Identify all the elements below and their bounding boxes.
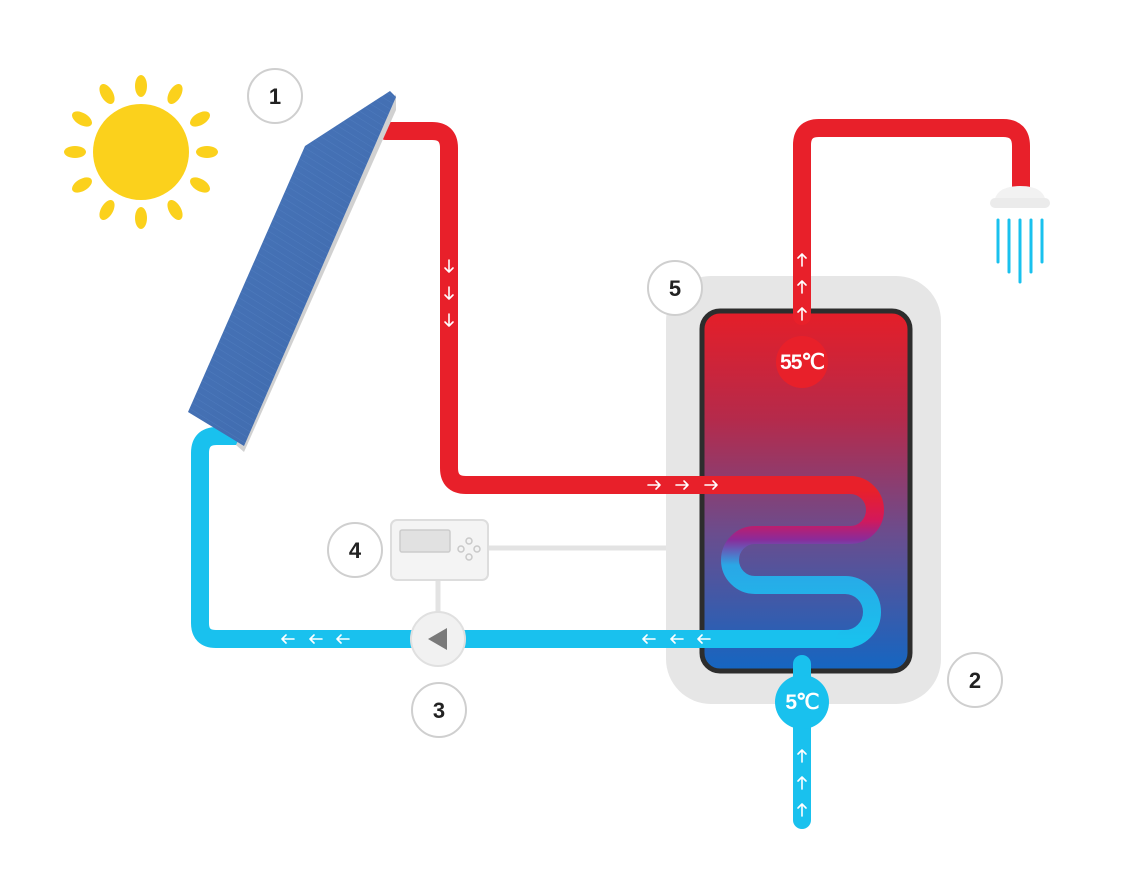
solar-panel-icon	[188, 91, 396, 452]
callout-3: 3	[411, 682, 467, 738]
callout-2-label: 2	[969, 668, 981, 693]
callout-5-label: 5	[669, 276, 681, 301]
shower-icon	[990, 186, 1050, 284]
callout-2: 2	[947, 652, 1003, 708]
callout-4-label: 4	[349, 538, 362, 563]
flow-arrows	[281, 253, 807, 817]
cold-temperature-label: 5℃	[785, 691, 819, 714]
sun-icon	[64, 75, 218, 229]
callout-3-label: 3	[433, 698, 445, 723]
flow-arrow-up-group-outlet	[797, 253, 807, 321]
hot-outlet-pipe	[793, 119, 1030, 325]
hot-temperature-label: 55℃	[780, 351, 824, 374]
controller-wiring	[435, 545, 666, 612]
flow-arrow-left-group-return	[281, 634, 350, 644]
callout-5: 5	[647, 260, 703, 316]
cold-return-pipe	[191, 427, 859, 648]
callout-1-label: 1	[269, 84, 281, 109]
flow-arrow-left-group-tank	[642, 634, 711, 644]
flow-arrow-right-group	[647, 480, 718, 490]
flow-arrow-up-group-inlet	[797, 749, 807, 817]
controller-icon	[390, 519, 489, 581]
cold-temperature-badge: 5℃	[775, 675, 829, 729]
heat-exchanger-coil	[721, 476, 884, 648]
callout-1: 1	[247, 68, 303, 124]
hot-temperature-badge: 55℃	[776, 336, 828, 388]
pump-icon	[410, 611, 466, 667]
flow-arrow-down-group	[444, 259, 454, 327]
callout-4: 4	[327, 522, 383, 578]
hot-supply-pipe	[377, 122, 861, 494]
